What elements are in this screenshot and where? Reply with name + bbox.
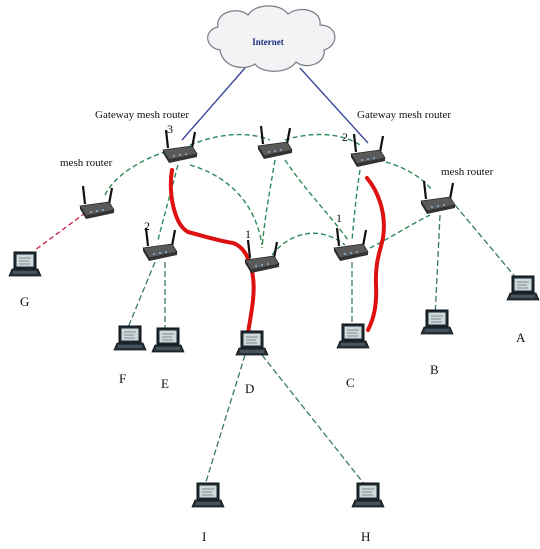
link-gwleft-top [189, 133, 271, 146]
link-rleft-f [126, 261, 156, 331]
link-top-rcenter [261, 159, 276, 249]
laptop-a[interactable] [506, 275, 540, 301]
link-top-gwright [284, 133, 361, 146]
laptop-h[interactable] [351, 482, 385, 508]
laptop-e[interactable] [151, 327, 185, 353]
laptop-d[interactable] [235, 330, 269, 356]
uplink-left [181, 67, 246, 141]
laptop-c[interactable] [336, 323, 370, 349]
laptop-label-d: D [245, 381, 254, 396]
link-gwright-rright [351, 169, 361, 241]
path-right-route [365, 176, 386, 332]
mesh-router-right[interactable] [419, 179, 457, 216]
gateway-label-left: Gateway mesh router [95, 109, 189, 121]
laptop-i[interactable] [191, 482, 225, 508]
hop-number-gw-left: 3 [167, 122, 173, 136]
link-d-i [204, 354, 246, 486]
link-meshleft-g [34, 207, 93, 251]
client-links [126, 204, 523, 486]
internet-label: Internet [252, 37, 284, 47]
laptop-label-i: I [202, 529, 206, 544]
gateway-router-right[interactable] [349, 132, 387, 169]
link-gwleft-rleft [157, 164, 179, 241]
internet-cloud: Internet [207, 5, 336, 72]
hop-number-r-center: 1 [245, 227, 251, 241]
link-meshright-b [434, 214, 441, 319]
link-gwright-meshright [377, 159, 433, 191]
laptop-label-g: G [20, 294, 29, 309]
mesh-router-top[interactable] [256, 124, 294, 161]
path-left-route [168, 168, 256, 337]
link-top-rright [284, 159, 349, 241]
laptop-f[interactable] [113, 325, 147, 351]
laptop-label-b: B [430, 362, 439, 377]
laptop-label-f: F [119, 371, 126, 386]
link-meshright-a [454, 204, 523, 286]
mesh-label-right: mesh router [441, 166, 494, 178]
hop-number-r-right: 1 [336, 211, 342, 225]
hop-number-r-left: 2 [144, 219, 150, 233]
router-1-right[interactable] [332, 226, 370, 263]
highlight-paths [168, 168, 386, 337]
link-rright-meshright [369, 214, 431, 249]
laptop-b[interactable] [420, 309, 454, 335]
link-d-h [261, 354, 366, 486]
link-gwleft-rcenter [189, 164, 263, 246]
laptop-g[interactable] [8, 251, 42, 277]
laptop-label-c: C [346, 375, 355, 390]
uplink-right [299, 67, 369, 144]
link-rcenter-rright [271, 232, 346, 256]
mesh-label-left: mesh router [60, 157, 113, 169]
gateway-label-right: Gateway mesh router [357, 109, 451, 121]
mesh-router-left[interactable] [78, 184, 116, 221]
link-meshleft-gwleft [104, 149, 171, 196]
hop-number-gw-right: 2 [342, 130, 348, 144]
laptop-label-e: E [161, 376, 169, 391]
laptop-label-a: A [516, 330, 526, 345]
laptop-label-h: H [361, 529, 370, 544]
